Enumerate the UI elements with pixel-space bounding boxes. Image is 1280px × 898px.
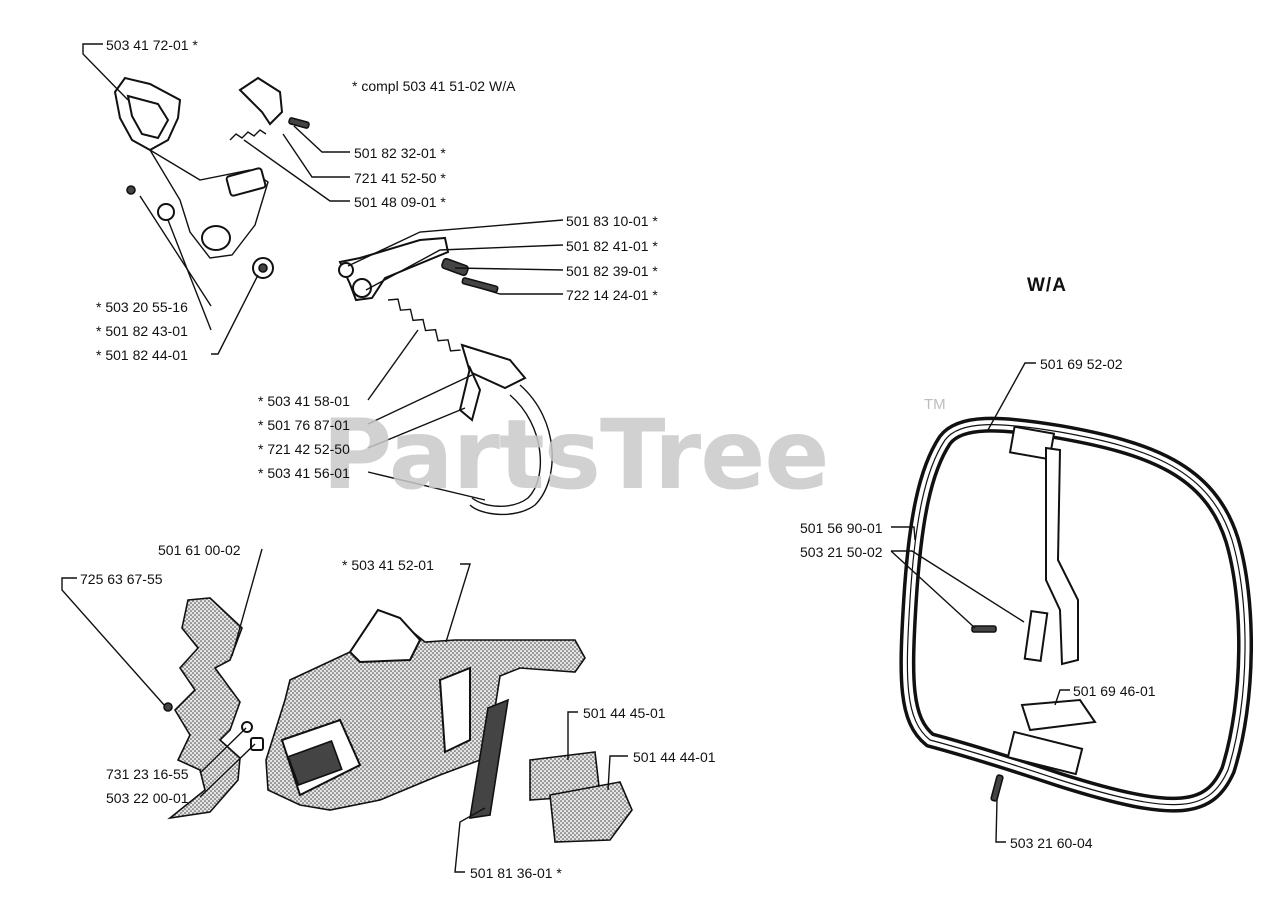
part-label: 501 48 09-01 * (354, 194, 446, 210)
part-label: 503 21 60-04 (1010, 835, 1093, 851)
part-label: 503 41 72-01 * (106, 37, 198, 53)
kit-note: * compl 503 41 51-02 W/A (352, 78, 516, 94)
watermark: PartsTree (322, 399, 829, 511)
part-label: 722 14 24-01 * (566, 287, 658, 303)
part-label: 503 21 50-02 (800, 544, 883, 560)
part-label: 501 44 45-01 (583, 705, 666, 721)
section-title-wa: W/A (1027, 275, 1067, 296)
part-label: * 501 76 87-01 (258, 417, 350, 433)
part-label: 721 41 52-50 * (354, 170, 446, 186)
part-label: 501 44 44-01 (633, 749, 716, 765)
small-covers (469, 698, 633, 843)
chain-guard (163, 597, 264, 820)
trademark: TM (924, 396, 946, 413)
part-label: 501 61 00-02 (158, 542, 241, 558)
part-label: 501 82 39-01 * (566, 263, 658, 279)
brake-trigger-parts (229, 76, 310, 141)
part-label: 725 63 67-55 (80, 571, 163, 587)
clutch-cover (265, 608, 586, 811)
part-label: 501 82 41-01 * (566, 238, 658, 254)
part-label: * 721 42 52-50 (258, 441, 350, 457)
leader-lines (61, 43, 1070, 873)
part-label: 501 69 46-01 (1073, 683, 1156, 699)
part-label: 501 83 10-01 * (566, 213, 658, 229)
part-label: 501 69 52-02 (1040, 356, 1123, 372)
part-label: 501 82 32-01 * (354, 145, 446, 161)
part-label: * 503 41 56-01 (258, 465, 350, 481)
part-label: * 503 41 58-01 (258, 393, 350, 409)
front-handle (899, 416, 1253, 813)
part-label: 501 56 90-01 (800, 520, 883, 536)
part-label: 731 23 16-55 (106, 766, 189, 782)
part-label: * 501 82 43-01 (96, 323, 188, 339)
part-label: 501 81 36-01 * (470, 865, 562, 881)
part-label: * 501 82 44-01 (96, 347, 188, 363)
part-label: * 503 41 52-01 (342, 557, 434, 573)
part-label: * 503 20 55-16 (96, 299, 188, 315)
hand-guard-assembly (113, 76, 274, 279)
part-label: 503 22 00-01 (106, 790, 189, 806)
brake-linkage-and-band (338, 236, 553, 516)
